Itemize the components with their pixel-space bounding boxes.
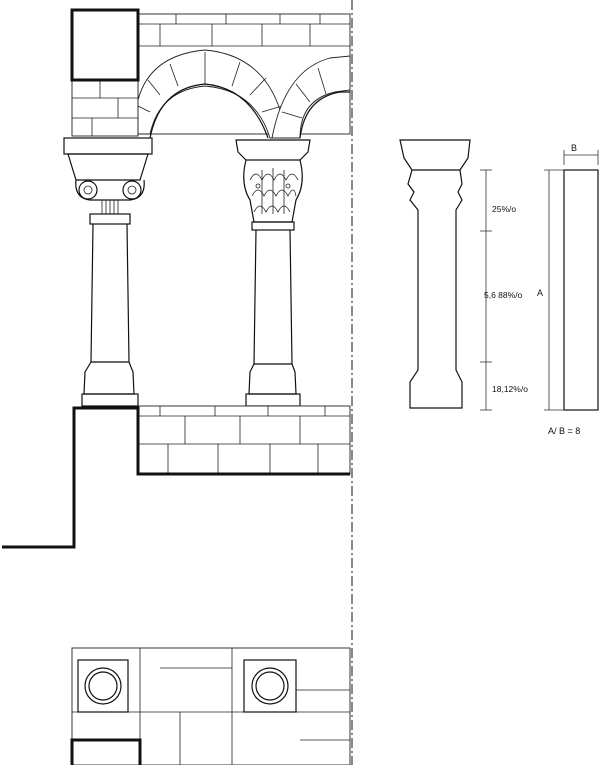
left-pier-section-box (70, 8, 140, 82)
ratio-top-label: 25%/o (492, 204, 516, 214)
right-column-base (248, 363, 297, 395)
left-pier-stones (71, 77, 139, 137)
right-column-abacus (235, 139, 311, 161)
right-arch-voussoirs (271, 55, 351, 139)
profile-capital (399, 139, 471, 171)
acanthus-leaves-icon (249, 168, 299, 214)
width-label: B (571, 143, 577, 153)
plan-wall (71, 647, 351, 766)
wall-section-outline (2, 406, 350, 549)
left-column-abacus (63, 137, 153, 155)
plan-right-column-icon (251, 667, 289, 705)
left-column-base (83, 361, 135, 395)
plan-left-plinth (77, 659, 129, 713)
lower-wall (2, 405, 351, 549)
height-label: A (537, 288, 543, 298)
profile-shaft (407, 169, 463, 409)
left-column (63, 137, 153, 407)
left-column-shaft (90, 223, 130, 363)
right-column-plinth (245, 393, 301, 407)
plan-section-outline (70, 738, 142, 765)
ratio-middle-label: 5,6 88%/o (484, 290, 523, 300)
left-column-plinth (81, 393, 139, 407)
right-arch-intrados (299, 91, 350, 139)
left-volute-icon (78, 180, 98, 200)
proportion-rectangle (563, 169, 599, 411)
plan-right-plinth (243, 659, 297, 713)
left-column-impost (67, 153, 149, 181)
left-column-capital (75, 179, 145, 201)
ratio-bottom-label: 18,12%/o (492, 384, 528, 394)
right-column-shaft (253, 229, 293, 365)
right-column-necking (251, 221, 295, 231)
plan-view (70, 647, 351, 766)
plan-left-column-icon (84, 667, 122, 705)
proportion-formula: A/ B = 8 (548, 426, 580, 436)
upper-wall-stone-courses (138, 14, 350, 47)
left-column-necking (89, 213, 131, 225)
column-profile: 25%/o 5,6 88%/o 18,12%/o (399, 139, 528, 411)
right-column (235, 139, 311, 407)
lower-wall-stone-courses (138, 406, 350, 474)
left-pier-upper (70, 8, 140, 137)
proportion-diagram: B A A/ B = 8 (537, 143, 599, 436)
arches (137, 49, 351, 139)
right-volute-icon (122, 180, 142, 200)
